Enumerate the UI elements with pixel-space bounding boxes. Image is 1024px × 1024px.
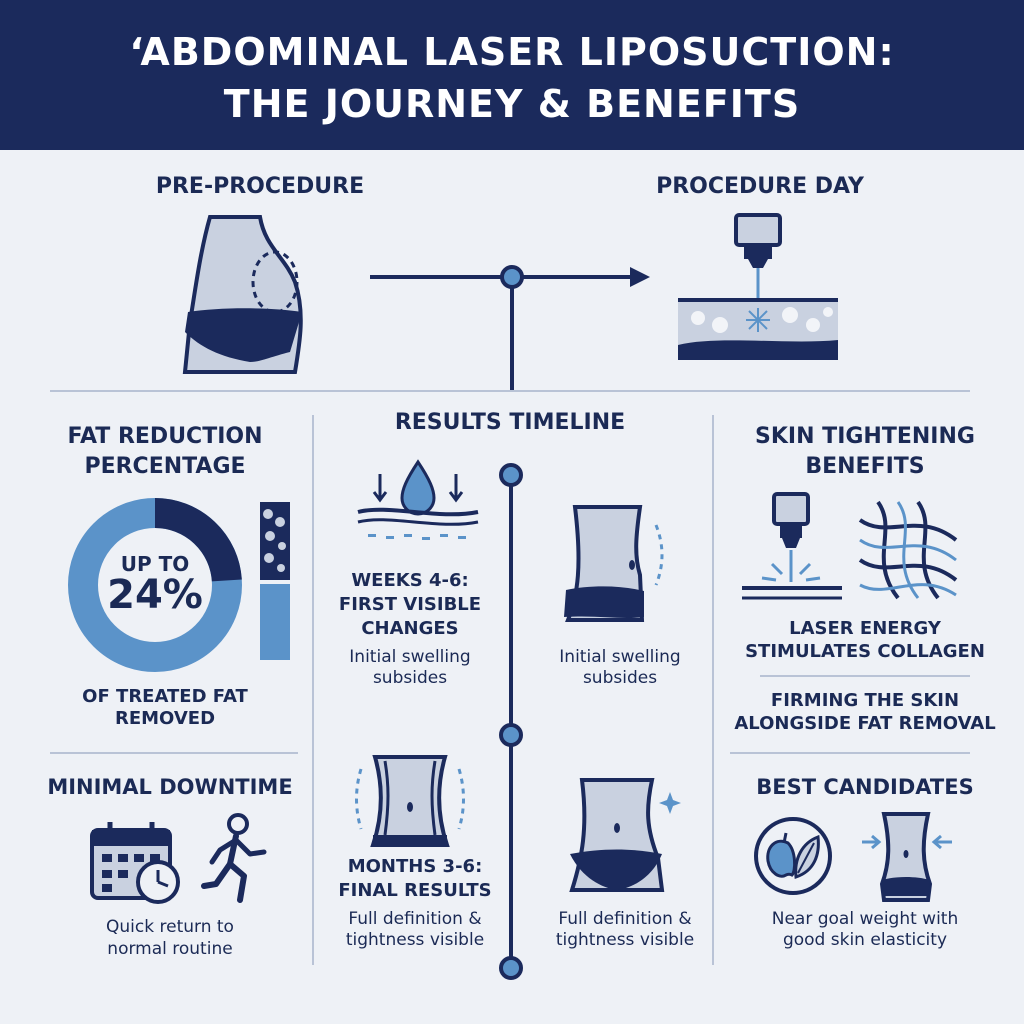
skin-tightening-heading-2: BENEFITS [805,454,925,479]
results-timeline-track [499,463,523,980]
title-line-2: THE JOURNEY & BENEFITS [223,82,801,126]
abdomen-final-result-icon [569,778,681,892]
swelling-drop-icon [357,459,479,540]
skin-tightening-heading-1: SKIN TIGHTENING [755,424,975,449]
pre-procedure-heading: PRE-PROCEDURE [155,174,365,199]
fat-caption-2: REMOVED [114,708,216,729]
weeks-title-1: WEEKS 4-6: [351,570,469,591]
laser-energy-1: LASER ENERGY [789,618,941,639]
skin-divider [760,675,970,677]
weeks-title-2: FIRST VISIBLE [338,594,482,615]
abdomen-before-icon [182,215,303,374]
fat-reduction-heading-1: FAT REDUCTION [67,424,263,449]
downtime-desc-1: Quick return to [106,917,234,937]
months-title-1: MONTHS 3-6: [347,856,483,877]
column-divider-right [712,415,714,965]
header-banner: ‘ABDOMINAL LASER LIPOSUCTION: THE JOURNE… [0,0,1024,150]
timeline-node-end [499,956,523,980]
results-timeline-heading: RESULTS TIMELINE [394,410,626,435]
title-line-1: ‘ABDOMINAL LASER LIPOSUCTION: [129,30,895,74]
column-divider-left [312,415,314,965]
months-side-desc-2: tightness visible [555,930,695,950]
abdomen-early-result-icon [564,505,664,622]
donut-removed-segment [154,498,242,583]
timeline-node-middle [499,723,523,747]
procedure-day-heading: PROCEDURE DAY [656,174,864,199]
fat-reduction-donut [68,498,242,672]
fat-reduction-value: 24% [107,572,203,618]
candidates-desc-2: good skin elasticity [782,930,948,950]
section-divider-left-bottom [50,752,298,754]
timeline-node-start [499,463,523,487]
weeks-title-3: CHANGES [361,618,459,639]
fat-reduction-prefix: UP TO [120,552,190,576]
months-desc-2: tightness visible [345,930,485,950]
fat-column-icon [260,502,290,660]
calendar-clock-icon [90,822,180,904]
candidates-desc-1: Near goal weight with [771,909,959,929]
abdomen-defined-icon [355,755,465,847]
best-candidates-heading: BEST CANDIDATES [756,775,974,799]
running-person-icon [201,813,267,903]
section-divider-right-bottom [730,752,970,754]
months-desc-1: Full definition & [348,909,482,929]
months-side-desc-1: Full definition & [558,909,692,929]
downtime-desc-2: normal routine [107,939,233,959]
months-title-2: FINAL RESULTS [338,880,492,901]
slim-waist-icon [862,812,952,902]
fat-reduction-heading-2: PERCENTAGE [84,454,246,479]
apple-leaf-icon [754,817,832,895]
minimal-downtime-heading: MINIMAL DOWNTIME [47,775,293,799]
weeks-desc-1: Initial swelling [349,647,471,667]
weeks-side-desc-2: subsides [582,668,658,688]
firming-1: FIRMING THE SKIN [770,690,960,711]
journey-connector [370,265,650,392]
firming-2: ALONGSIDE FAT REMOVAL [734,713,996,734]
fat-caption-1: OF TREATED FAT [82,686,248,707]
laser-collagen-icon [742,492,842,600]
weeks-side-desc-1: Initial swelling [559,647,681,667]
laser-procedure-icon [678,213,838,360]
laser-energy-2: STIMULATES COLLAGEN [745,641,985,662]
section-divider-top [50,390,970,392]
weeks-desc-2: subsides [372,668,448,688]
collagen-fibers-icon [858,500,958,600]
